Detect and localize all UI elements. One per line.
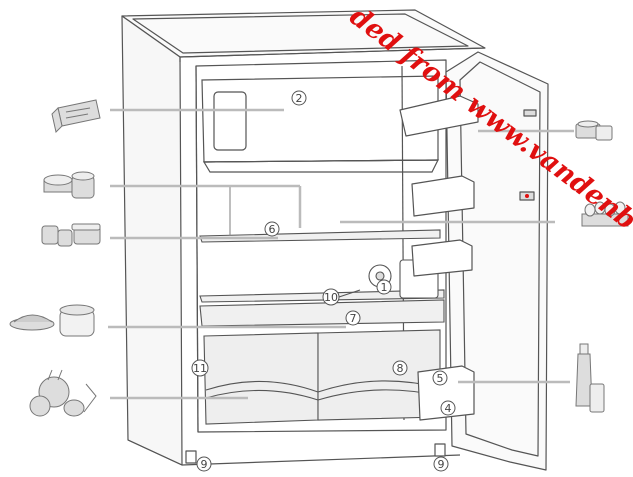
meat-pot-icon [9, 304, 95, 337]
svg-text:7: 7 [350, 312, 357, 325]
svg-text:2: 2 [296, 92, 303, 105]
svg-text:9: 9 [201, 458, 208, 471]
svg-text:8: 8 [397, 362, 404, 375]
cake-jars-icon [43, 171, 95, 199]
svg-text:1: 1 [381, 281, 388, 294]
butter-cheese-icon [575, 120, 613, 141]
vegetable-drawers [203, 329, 441, 425]
callout-7: 7 [345, 310, 361, 326]
svg-text:4: 4 [445, 402, 452, 415]
svg-text:10: 10 [324, 291, 338, 304]
callout-5: 5 [432, 370, 448, 386]
callout-10: 10 [322, 288, 340, 306]
fridge-door [399, 51, 549, 471]
callout-11: 11 [191, 359, 209, 377]
callout-1: 1 [376, 279, 392, 295]
leader-lines [108, 108, 574, 400]
callout-9-right: 9 [433, 456, 449, 472]
callout-9-left: 9 [196, 456, 212, 472]
cheese-wedge-icon [51, 99, 101, 133]
callout-8: 8 [392, 360, 408, 376]
svg-text:11: 11 [193, 362, 207, 375]
svg-text:6: 6 [269, 223, 276, 236]
freezer-compartment [201, 75, 439, 173]
svg-text:9: 9 [438, 458, 445, 471]
callout-4: 4 [440, 400, 456, 416]
callout-2: 2 [291, 90, 307, 106]
svg-text:5: 5 [437, 372, 444, 385]
eggs-icon [581, 201, 629, 227]
callout-6: 6 [264, 221, 280, 237]
shelves [199, 186, 445, 327]
jars-butter-icon [41, 223, 101, 247]
bottles-icon [575, 343, 605, 413]
vegetables-icon [29, 369, 97, 417]
